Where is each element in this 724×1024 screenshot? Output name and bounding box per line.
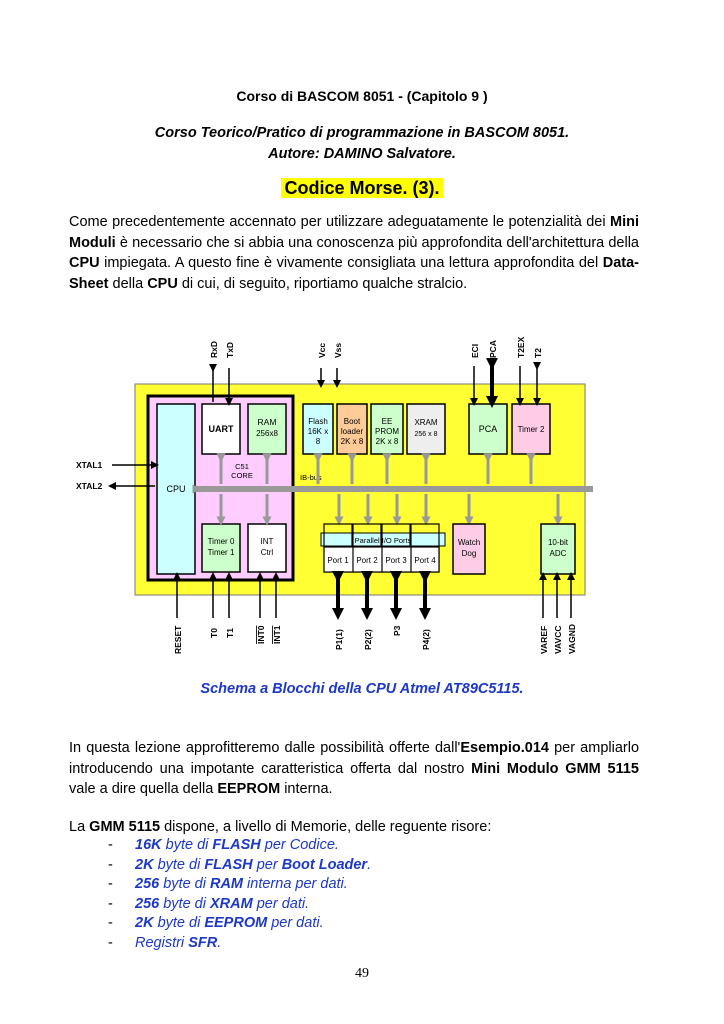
port3-label: Port 3 — [385, 556, 407, 565]
uart-block — [201, 403, 241, 455]
port1-label: Port 1 — [327, 556, 349, 565]
section-title: Codice Morse. (3). — [0, 178, 724, 199]
adc-label: ADC — [550, 549, 567, 558]
pin-p2: P2(2) — [363, 629, 373, 650]
timer2-label: Timer 2 — [518, 425, 545, 434]
course-subtitle: Corso Teorico/Pratico di programmazione … — [154, 125, 570, 141]
ib-bus-label: IB-bus — [300, 473, 322, 482]
ram-size: 256x8 — [256, 429, 278, 438]
list-item: -Registri SFR. — [108, 934, 222, 951]
loader-label: loader — [341, 427, 364, 436]
pca-label: PCA — [479, 424, 498, 434]
pin-int0: INT0 — [256, 625, 266, 644]
ram-label: RAM — [258, 417, 277, 427]
pin-p3: P3 — [392, 625, 402, 636]
timer01-block — [201, 523, 241, 573]
memory-list: -16K byte di FLASH per Codice. -2K byte … — [108, 836, 371, 954]
ee-label: EE — [382, 417, 393, 426]
pin-reset: RESET — [173, 625, 183, 654]
c51-label: C51 — [235, 462, 249, 471]
author-line: Autore: DAMINO Salvatore. — [268, 146, 456, 162]
flash-width: 8 — [316, 437, 321, 446]
pin-vagnd: VAGND — [567, 624, 577, 654]
pin-t2: T2 — [533, 348, 543, 358]
pca-block — [468, 403, 508, 455]
adc-block — [540, 523, 576, 575]
pin-t0: T0 — [209, 628, 219, 638]
cpu-label: CPU — [166, 484, 185, 494]
pin-xtal1: XTAL1 — [76, 460, 103, 470]
parallel-io-label: Parallel I/O Ports — [355, 536, 412, 545]
course-header: Corso di BASCOM 8051 - (Capitolo 9 ) — [236, 88, 488, 104]
flash-block — [302, 403, 334, 455]
timer1-label: Timer 1 — [208, 548, 235, 557]
diagram-caption: Schema a Blocchi della CPU Atmel AT89C51… — [200, 681, 524, 697]
pin-txd: TxD — [225, 342, 235, 358]
xram-label: XRAM — [414, 418, 437, 427]
timer2-block — [511, 403, 551, 455]
watchdog-block — [452, 523, 486, 575]
timer0-label: Timer 0 — [208, 537, 235, 546]
internal-bus — [195, 486, 593, 492]
list-item: -256 byte di RAM interna per dati. — [108, 876, 348, 893]
prom-label: PROM — [375, 427, 399, 436]
port2-label: Port 2 — [356, 556, 378, 565]
xram-size: 256 x 8 — [415, 431, 438, 438]
pin-eci: ECI — [470, 344, 480, 358]
boot-label: Boot — [344, 417, 361, 426]
xram-block — [406, 403, 446, 455]
pin-vss: Vss — [333, 343, 343, 358]
pin-pca: PCA — [488, 340, 498, 358]
watch-label: Watch — [458, 538, 480, 547]
list-item: -2K byte di FLASH per Boot Loader. — [108, 856, 372, 873]
ctrl-label: Ctrl — [261, 548, 274, 557]
intro-paragraph: Come precedentemente accennato per utili… — [69, 214, 639, 292]
pin-p1: P1(1) — [334, 629, 344, 650]
flash-size: 16K x — [308, 427, 328, 436]
list-item: -16K byte di FLASH per Codice. — [108, 837, 339, 853]
flash-label: Flash — [308, 417, 328, 426]
eeprom-block — [370, 403, 404, 455]
pin-p4: P4(2) — [421, 629, 431, 650]
pin-xtal2: XTAL2 — [76, 481, 103, 491]
block-diagram: CPU UART RAM 256x8 C51 CORE Timer 0 Time… — [76, 336, 593, 655]
boot-size: 2K x 8 — [341, 437, 364, 446]
list-item: -256 byte di XRAM per dati. — [108, 895, 310, 912]
pin-vcc: Vcc — [317, 343, 327, 358]
pin-vavcc: VAVCC — [553, 626, 563, 655]
core-label: CORE — [231, 471, 253, 480]
resources-intro: La GMM 5115 dispone, a livello di Memori… — [69, 819, 492, 835]
lesson-paragraph: In questa lezione approfitteremo dalle p… — [69, 740, 640, 797]
pin-t2ex: T2EX — [516, 336, 526, 358]
eeprom-size: 2K x 8 — [376, 437, 399, 446]
adc-bits-label: 10-bit — [548, 538, 569, 547]
uart-label: UART — [209, 424, 234, 434]
int-label: INT — [261, 537, 274, 546]
page-number: 49 — [355, 966, 369, 981]
dog-label: Dog — [462, 549, 477, 558]
pin-int1: INT1 — [272, 625, 282, 644]
port4-label: Port 4 — [414, 556, 436, 565]
pin-t1: T1 — [225, 628, 235, 638]
int-block — [247, 523, 287, 573]
pin-varef: VAREF — [539, 626, 549, 654]
pin-rxd: RxD — [209, 341, 219, 358]
list-item: -2K byte di EEPROM per dati. — [108, 915, 324, 932]
